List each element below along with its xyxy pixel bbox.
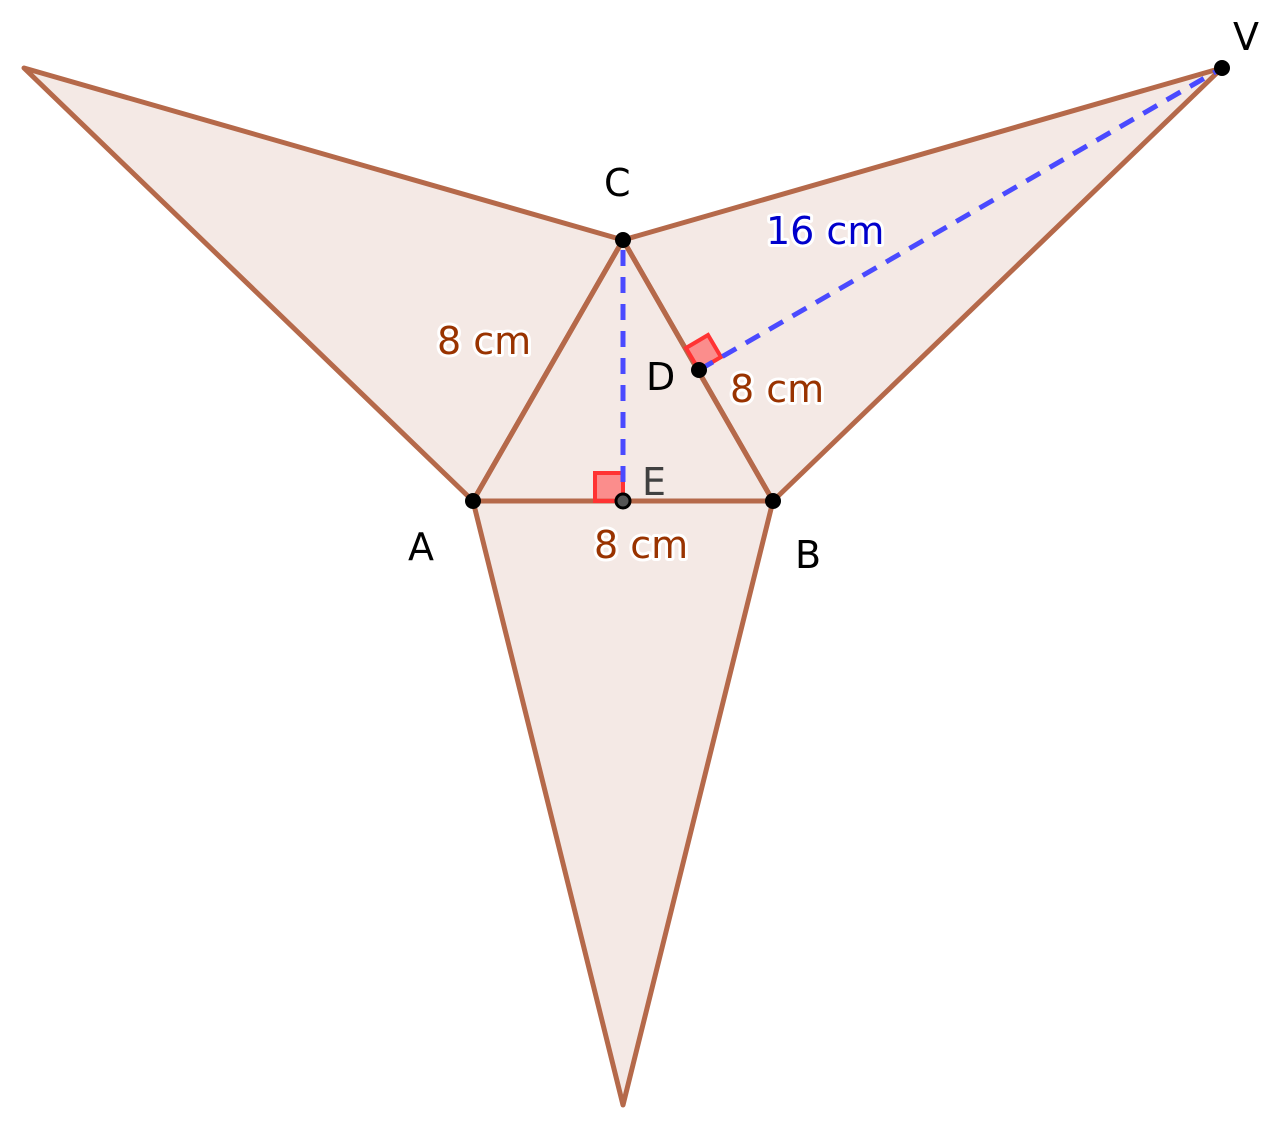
point-c xyxy=(615,232,631,248)
label-c: C xyxy=(604,161,631,205)
label-a: A xyxy=(408,525,434,569)
length-ab: 8 cm xyxy=(594,523,688,567)
length-cb: 8 cm xyxy=(730,367,824,411)
label-b: B xyxy=(795,533,821,577)
point-a xyxy=(465,493,481,509)
label-e: E xyxy=(642,460,666,504)
length-ac: 8 cm xyxy=(437,319,531,363)
label-d: D xyxy=(646,355,675,399)
slant-height-dv xyxy=(697,65,1224,373)
label-v: V xyxy=(1233,15,1259,59)
point-v xyxy=(1214,60,1230,76)
edge-ac xyxy=(470,237,626,504)
point-d xyxy=(691,362,707,378)
point-b xyxy=(765,493,781,509)
length-dv: 16 cm xyxy=(766,209,884,253)
bottom-face xyxy=(470,498,776,1108)
point-e xyxy=(614,492,632,510)
